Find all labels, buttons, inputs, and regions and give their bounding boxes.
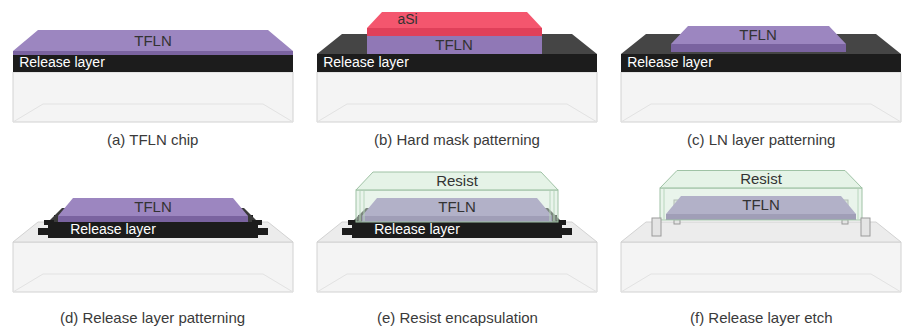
step-caption: (e) Resist encapsulation <box>377 309 538 327</box>
layer-label: Release layer <box>70 222 156 237</box>
layer-label: TFLN <box>438 199 476 216</box>
tfln-layer: TFLN <box>740 196 782 215</box>
step-caption: (f) Release layer etch <box>690 309 833 327</box>
layer-label: Resist <box>740 171 782 188</box>
release-layer: Release layer <box>321 54 411 72</box>
layer-label: Release layer <box>374 222 460 237</box>
release-layer: Release layer <box>68 221 158 239</box>
asi-hard-mask: aSi <box>395 11 420 29</box>
step-caption: (a) TFLN chip <box>107 131 198 149</box>
tfln-layer: TFLN <box>433 36 475 55</box>
tfln-layer: TFLN <box>132 32 174 51</box>
layer-label: Release layer <box>627 55 713 70</box>
resist-layer: Resist <box>738 170 784 189</box>
layer-label: Resist <box>436 173 478 190</box>
resist-layer: Resist <box>434 172 480 191</box>
layer-label: TFLN <box>134 33 172 50</box>
step-caption: (d) Release layer patterning <box>60 309 245 327</box>
release-layer: Release layer <box>17 54 107 72</box>
layer-label: TFLN <box>742 197 780 214</box>
tfln-layer: TFLN <box>737 26 779 45</box>
layer-label: Release layer <box>323 55 409 70</box>
layer-label: Release layer <box>19 55 105 70</box>
tfln-layer: TFLN <box>132 198 174 217</box>
tfln-layer: TFLN <box>436 198 478 217</box>
layer-label: TFLN <box>134 199 172 216</box>
layer-label: aSi <box>397 12 417 27</box>
step-caption: (c) LN layer patterning <box>687 131 835 149</box>
release-layer: Release layer <box>625 54 715 72</box>
layer-label: TFLN <box>739 27 777 44</box>
release-layer: Release layer <box>372 221 462 239</box>
layer-label: TFLN <box>435 37 473 54</box>
step-caption: (b) Hard mask patterning <box>374 131 540 149</box>
